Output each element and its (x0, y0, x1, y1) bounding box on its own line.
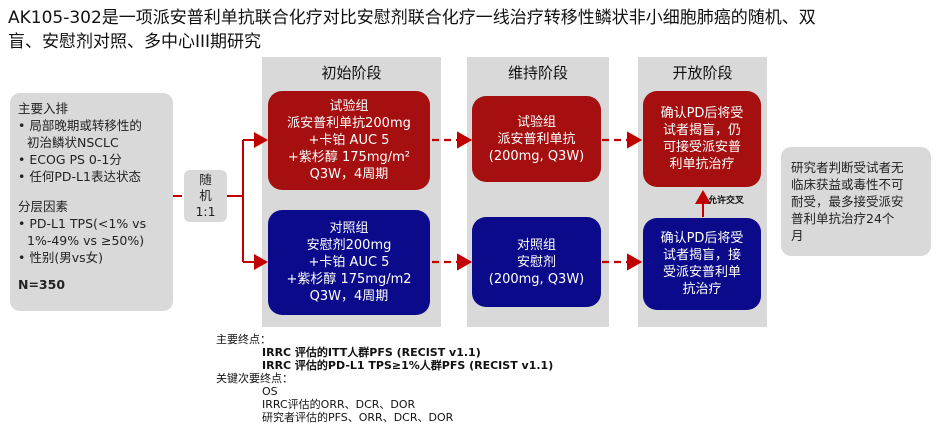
primary-endpoint-item: IRRC 评估的ITT人群PFS (RECIST v1.1) (262, 346, 481, 359)
arm-line: 利单抗治疗 (669, 157, 735, 172)
primary-endpoint-item: IRRC 评估的PD-L1 TPS≥1%人群PFS (RECIST v1.1) (262, 359, 554, 372)
control-arm-maintenance: 对照组 安慰剂 (200mg, Q3W) (472, 217, 601, 307)
arm-line: +紫杉醇 175mg/m² (287, 150, 410, 165)
arm-label: 对照组 (516, 237, 556, 253)
arm-line: 确认PD后将受 (660, 106, 744, 121)
arm-line: 试者揭盲，接 (662, 248, 741, 263)
arm-line: 试者揭盲，仍 (662, 123, 741, 138)
arm-line: 安慰剂200mg (306, 238, 392, 253)
title-line-1: AK105-302是一项派安普利单抗联合化疗对比安慰剂联合化疗一线治疗转移性鳞状… (8, 8, 816, 28)
arm-line: 受派安普利单 (662, 265, 741, 280)
randomization-ratio: 1:1 (195, 204, 216, 219)
arm-line: (200mg, Q3W) (488, 271, 585, 287)
stratification-item: • 性别(男vs女) (18, 250, 104, 265)
control-arm-initial: 对照组 安慰剂200mg +卡铂 AUC 5 +紫杉醇 175mg/m2 Q3W… (268, 210, 430, 315)
page-title: AK105-302是一项派安普利单抗联合化疗对比安慰剂联合化疗一线治疗转移性鳞状… (8, 6, 908, 54)
arm-line: 安慰剂 (516, 254, 556, 270)
arm-line: +卡铂 AUC 5 (308, 255, 390, 270)
arm-line: 抗治疗 (682, 282, 722, 297)
inclusion-item: • 任何PD-L1表达状态 (18, 169, 141, 184)
note-line: 临床获益或毒性不可 (791, 177, 904, 192)
randomization-box: 随 机 1:1 (184, 170, 227, 222)
experimental-arm-initial: 试验组 派安普利单抗200mg +卡铂 AUC 5 +紫杉醇 175mg/m² … (268, 91, 430, 190)
primary-endpoint-heading: 主要终点： (216, 333, 271, 346)
title-line-2: 盲、安慰剂对照、多中心III期研究 (8, 32, 262, 52)
note-line: 月 (791, 228, 804, 243)
endpoints-section: 主要终点： IRRC 评估的ITT人群PFS (RECIST v1.1) IRR… (216, 333, 636, 424)
secondary-endpoint-heading: 关键次要终点： (216, 372, 293, 385)
phase-maintenance-label: 维持阶段 (507, 64, 568, 82)
arm-line: (200mg, Q3W) (488, 148, 585, 164)
sample-size: N=350 (18, 277, 66, 292)
stratification-item: 1%-49% vs ≥50%) (27, 233, 145, 248)
stratification-heading: 分层因素 (18, 199, 69, 214)
arm-line: +卡铂 AUC 5 (308, 133, 390, 148)
note-line: 耐受，最多接受派安 (791, 194, 904, 209)
inclusion-item: • ECOG PS 0-1分 (18, 152, 122, 167)
inclusion-heading: 主要入排 (18, 101, 69, 116)
inclusion-criteria-box: 主要入排 • 局部晚期或转移性的 初治鳞状NSCLC • ECOG PS 0-1… (10, 93, 173, 311)
stratification-item: • PD-L1 TPS(<1% vs (18, 216, 147, 231)
randomization-text: 机 (199, 188, 212, 203)
note-line: 研究者判断受试者无 (791, 160, 904, 175)
note-line: 普利单抗治疗24个 (791, 211, 895, 226)
arm-label: 试验组 (516, 114, 556, 130)
secondary-endpoint-item: IRRC评估的ORR、DCR、DOR (262, 398, 416, 411)
arm-line: 可接受派安普 (662, 140, 741, 155)
arm-line: +紫杉醇 175mg/m2 (286, 272, 412, 287)
arm-line: Q3W，4周期 (309, 289, 389, 304)
inclusion-item: • 局部晚期或转移性的 (18, 118, 142, 133)
inclusion-item: 初治鳞状NSCLC (27, 135, 119, 150)
arm-line: 派安普利单抗200mg (287, 116, 411, 131)
experimental-arm-open: 确认PD后将受 试者揭盲，仍 可接受派安普 利单抗治疗 (643, 91, 761, 187)
phase-initial-label: 初始阶段 (321, 64, 382, 82)
arm-label: 对照组 (329, 221, 369, 236)
control-arm-open: 确认PD后将受 试者揭盲，接 受派安普利单 抗治疗 (643, 218, 761, 310)
experimental-arm-maintenance: 试验组 派安普利单抗 (200mg, Q3W) (472, 96, 601, 182)
investigator-note-box: 研究者判断受试者无 临床获益或毒性不可 耐受，最多接受派安 普利单抗治疗24个 … (781, 147, 931, 256)
secondary-endpoint-item: 研究者评估的PFS、ORR、DCR、DOR (262, 411, 454, 424)
arm-line: Q3W，4周期 (309, 167, 389, 182)
phase-open-label: 开放阶段 (672, 64, 733, 82)
randomization-text: 随 (199, 172, 212, 187)
crossover-label: 允许交叉 (708, 196, 745, 206)
arm-line: 派安普利单抗 (497, 131, 576, 147)
arm-label: 试验组 (329, 99, 369, 114)
secondary-endpoint-item: OS (262, 385, 278, 398)
arm-line: 确认PD后将受 (660, 231, 744, 246)
